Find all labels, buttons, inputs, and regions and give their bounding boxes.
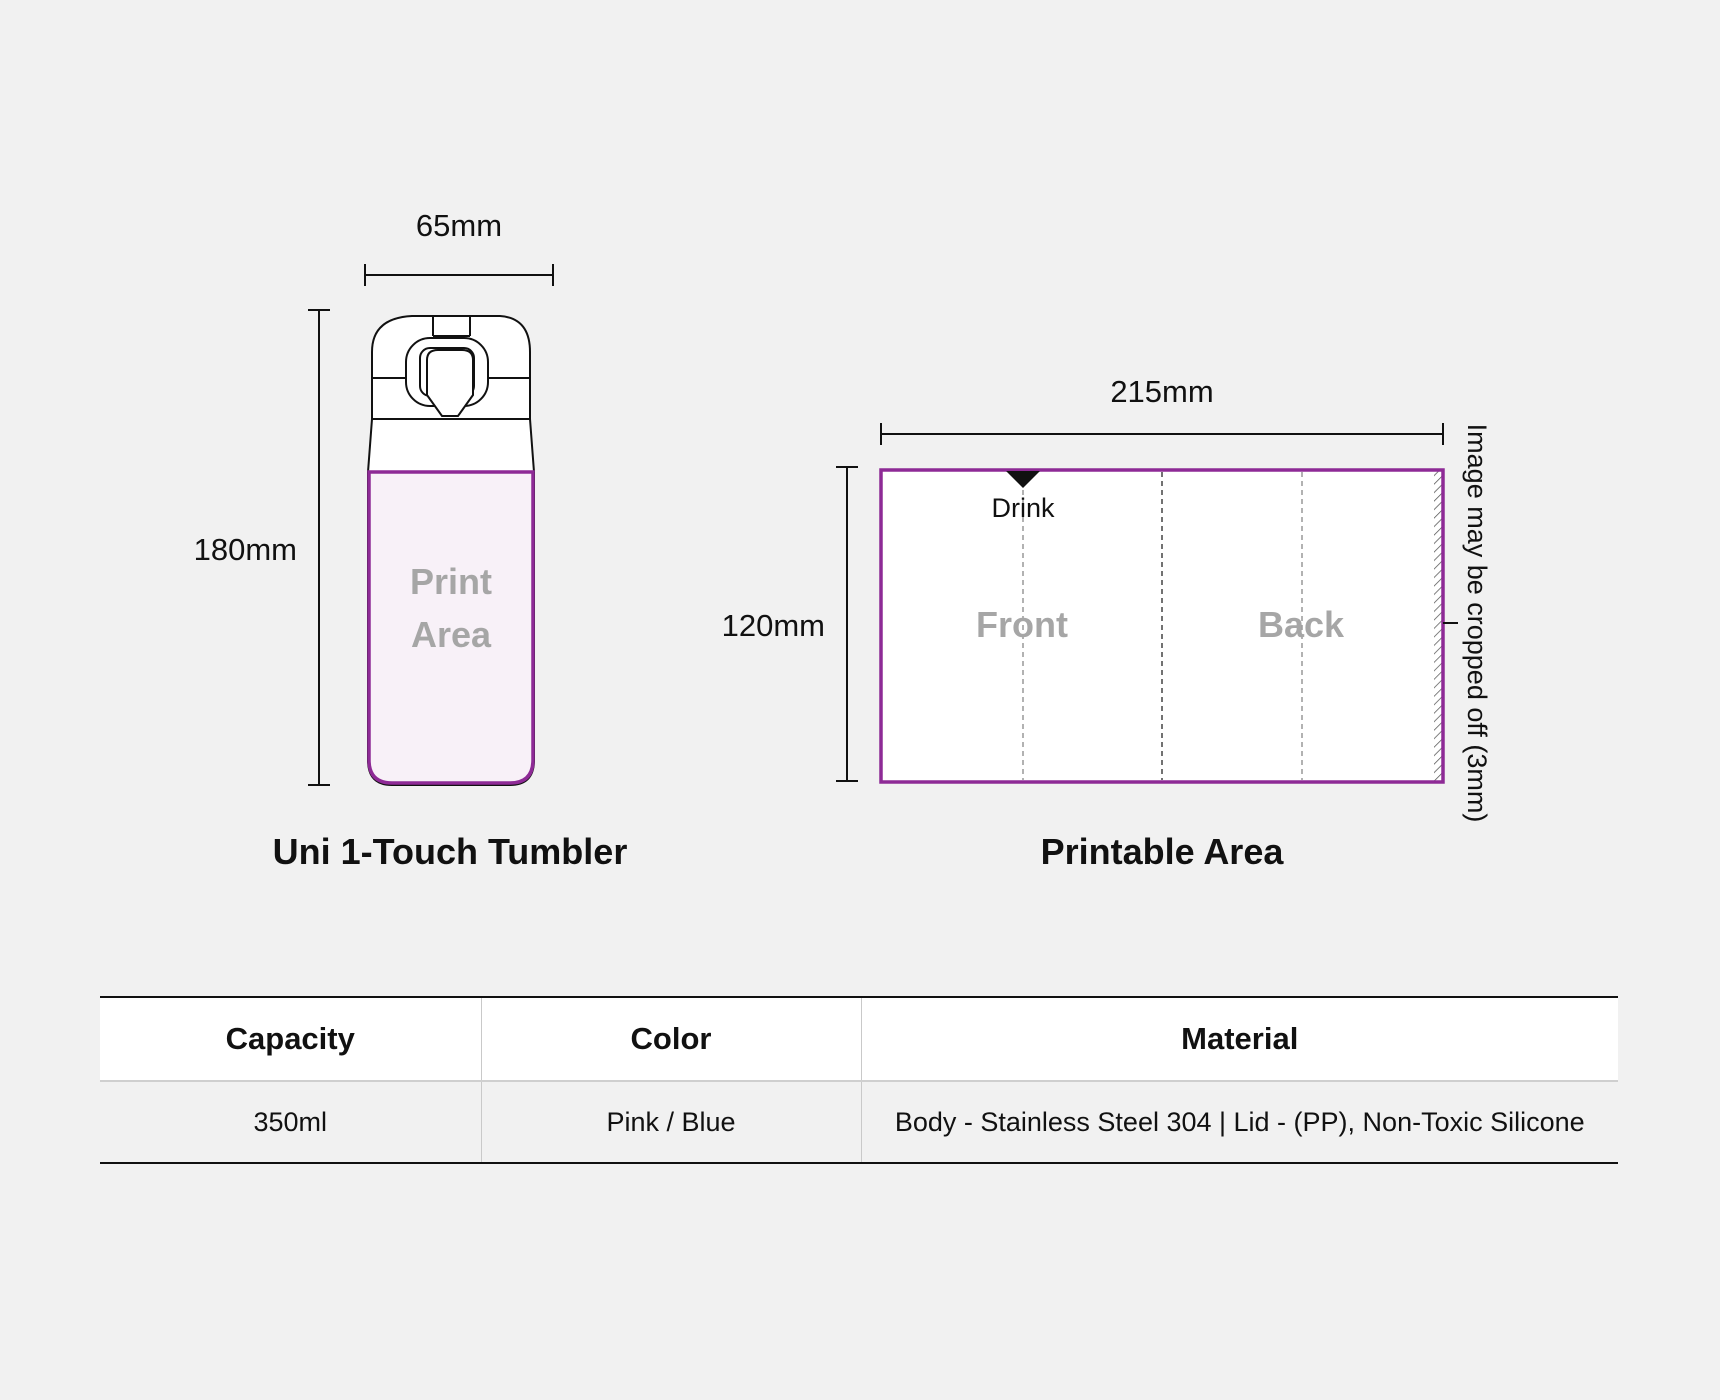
capacity-header: Capacity bbox=[100, 997, 481, 1082]
tumbler-width-label: 65mm bbox=[416, 208, 502, 243]
printable-height-dimension: 120mm bbox=[722, 466, 858, 782]
tumbler-print-label-line1: Print bbox=[410, 561, 492, 602]
tumbler-print-area bbox=[367, 470, 535, 785]
tumbler-height-dimension: 180mm bbox=[194, 309, 330, 786]
table-row: 350ml Pink / Blue Body - Stainless Steel… bbox=[100, 1081, 1618, 1163]
front-label: Front bbox=[976, 604, 1068, 645]
drink-marker-icon bbox=[1006, 471, 1040, 488]
specs-header-row: Capacity Color Material bbox=[100, 997, 1618, 1082]
specs-table: Capacity Color Material 350ml Pink / Blu… bbox=[100, 996, 1618, 1164]
tumbler-illustration: Print Area bbox=[367, 315, 535, 786]
printable-width-dimension: 215mm bbox=[880, 374, 1444, 445]
printable-width-label: 215mm bbox=[1110, 374, 1213, 409]
printable-area-panel: Drink Front Back bbox=[879, 468, 1445, 784]
material-header: Material bbox=[860, 997, 1618, 1082]
crop-note: Image may be cropped off (3mm) bbox=[1462, 424, 1492, 823]
crop-margin bbox=[1434, 470, 1443, 782]
printable-height-label: 120mm bbox=[722, 608, 825, 643]
color-header: Color bbox=[480, 997, 861, 1082]
drink-label: Drink bbox=[991, 493, 1055, 523]
printable-title: Printable Area bbox=[1041, 831, 1285, 872]
tumbler-width-dimension: 65mm bbox=[364, 208, 554, 286]
capacity-value: 350ml bbox=[253, 1106, 328, 1137]
back-label: Back bbox=[1258, 604, 1345, 645]
product-diagram: 65mm 180mm Print Area Uni 1-Touch Tumble… bbox=[194, 208, 1492, 872]
tumbler-height-label: 180mm bbox=[194, 532, 297, 567]
tumbler-title: Uni 1-Touch Tumbler bbox=[273, 831, 628, 872]
printable-border bbox=[879, 468, 1445, 784]
material-value: Body - Stainless Steel 304 | Lid - (PP),… bbox=[860, 1081, 1618, 1163]
tumbler-print-label-line2: Area bbox=[411, 614, 492, 655]
color-value: Pink / Blue bbox=[480, 1081, 861, 1163]
